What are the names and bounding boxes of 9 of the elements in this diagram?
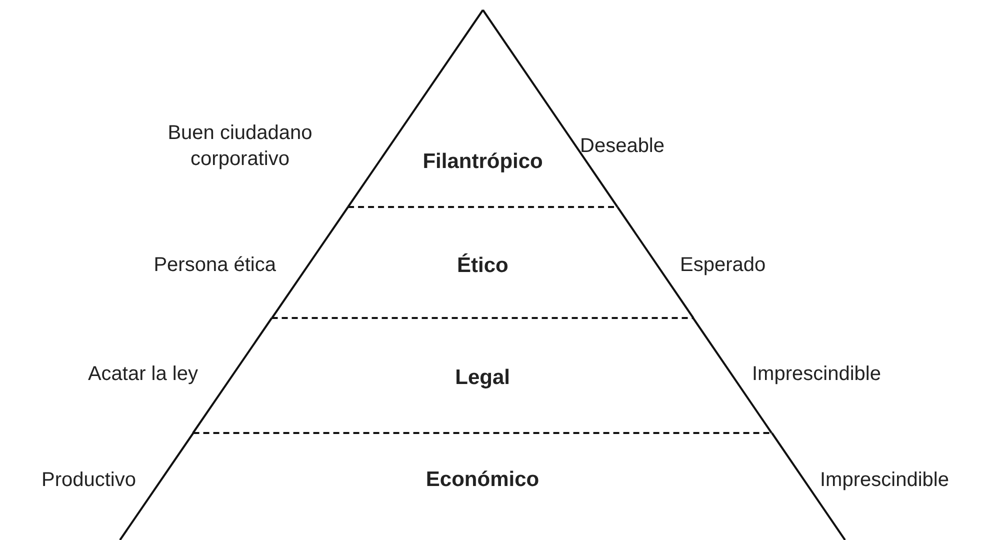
side-label: Esperado xyxy=(680,253,766,278)
side-label: Productivo xyxy=(42,468,136,493)
side-label: Persona ética xyxy=(154,253,276,278)
level-label: Filantrópico xyxy=(422,150,544,174)
side-label: Deseable xyxy=(580,134,665,159)
side-label: Buen ciudadano corporativo xyxy=(166,121,314,172)
side-label: Imprescindible xyxy=(752,362,881,387)
side-label: Acatar la ley xyxy=(88,362,198,387)
side-label: Imprescindible xyxy=(820,468,949,493)
